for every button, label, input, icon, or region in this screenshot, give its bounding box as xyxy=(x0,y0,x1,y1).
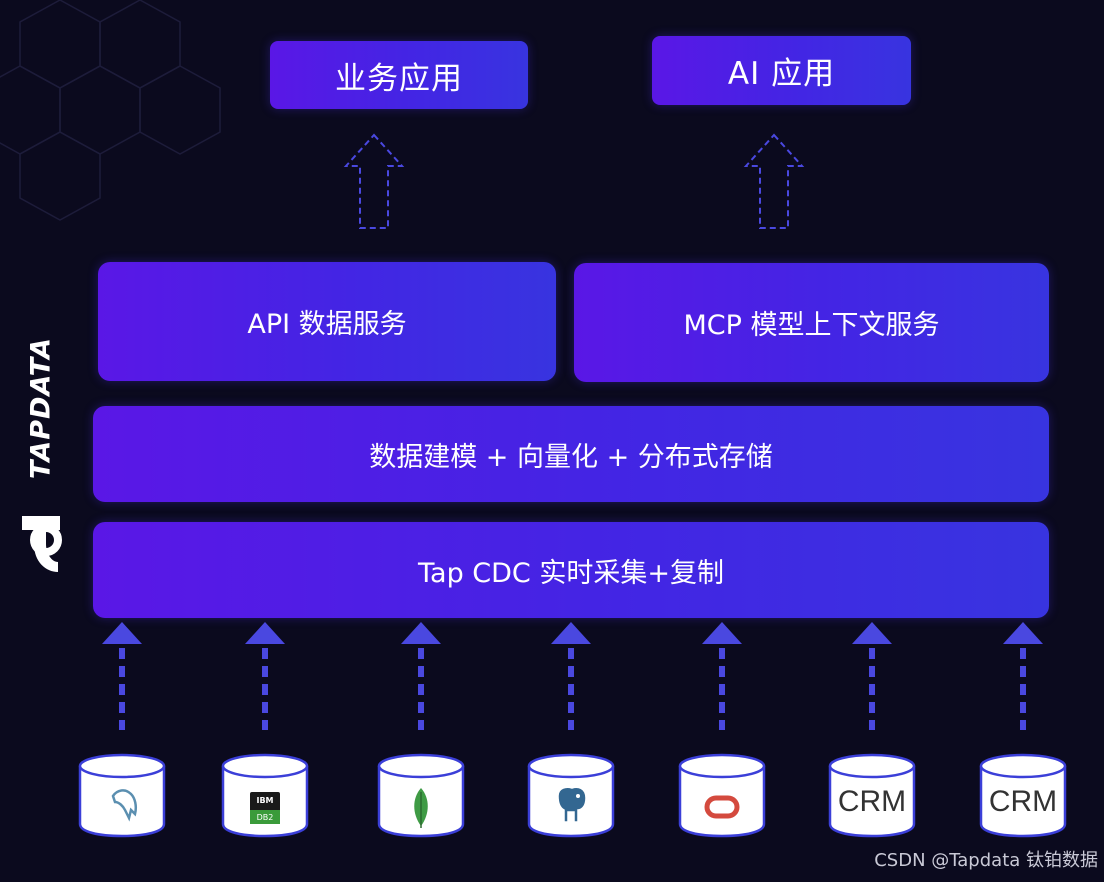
cdc-layer-label: Tap CDC 实时采集+复制 xyxy=(418,557,724,589)
source-up-arrow xyxy=(852,622,892,730)
business-app-up-arrow xyxy=(343,133,405,229)
source-database-cylinder xyxy=(678,753,766,838)
api-data-service-label: API 数据服务 xyxy=(247,309,407,340)
source-label: CRM xyxy=(837,785,907,818)
postgresql-elephant-icon xyxy=(557,786,587,823)
source-database-cylinder xyxy=(828,753,916,838)
source-up-arrow xyxy=(1003,622,1043,730)
business-app-label: 业务应用 xyxy=(335,60,463,97)
source-database-cylinder: IBM DB2 xyxy=(221,753,309,838)
source-database-cylinder xyxy=(377,753,465,838)
source-arrow-head xyxy=(245,622,285,644)
source-up-arrow xyxy=(702,622,742,730)
source-database-cylinder xyxy=(78,753,166,838)
api-data-service-box: API 数据服务 xyxy=(98,262,556,381)
tapdata-logo-icon xyxy=(22,516,62,572)
source-database-cylinder xyxy=(979,753,1067,838)
svg-text:DB2: DB2 xyxy=(257,813,274,822)
cdc-layer-box: Tap CDC 实时采集+复制 xyxy=(93,522,1049,618)
source-arrow-head xyxy=(102,622,142,644)
mcp-context-service-box: MCP 模型上下文服务 xyxy=(574,263,1049,382)
mysql-dolphin-icon xyxy=(111,789,138,822)
source-arrow-head xyxy=(852,622,892,644)
source-arrow-head xyxy=(1003,622,1043,644)
svg-text:IBM: IBM xyxy=(256,796,273,805)
oracle-icon xyxy=(704,795,740,819)
ibm-db2-icon: IBM DB2 xyxy=(250,792,280,824)
modeling-layer-box: 数据建模 + 向量化 + 分布式存储 xyxy=(93,406,1049,502)
source-up-arrow xyxy=(102,622,142,730)
source-up-arrow xyxy=(401,622,441,730)
source-database-cylinder xyxy=(527,753,615,838)
mcp-context-service-label: MCP 模型上下文服务 xyxy=(683,310,940,341)
source-up-arrow xyxy=(245,622,285,730)
source-arrow-head xyxy=(551,622,591,644)
ai-app-up-arrow xyxy=(743,133,805,229)
modeling-layer-label: 数据建模 + 向量化 + 分布式存储 xyxy=(369,441,773,473)
source-label: CRM xyxy=(988,785,1058,818)
watermark: CSDN @Tapdata 钛铂数据 xyxy=(874,850,1098,871)
ai-app-label: AI 应用 xyxy=(727,56,836,92)
business-app-box: 业务应用 xyxy=(270,41,528,109)
source-arrow-head xyxy=(401,622,441,644)
source-arrow-head xyxy=(702,622,742,644)
mongodb-leaf-icon xyxy=(414,788,428,828)
ai-app-box: AI 应用 xyxy=(652,36,911,105)
source-up-arrow xyxy=(551,622,591,730)
tapdata-logo-text: TAPDATA xyxy=(25,337,57,479)
background-hex-pattern xyxy=(0,0,221,221)
